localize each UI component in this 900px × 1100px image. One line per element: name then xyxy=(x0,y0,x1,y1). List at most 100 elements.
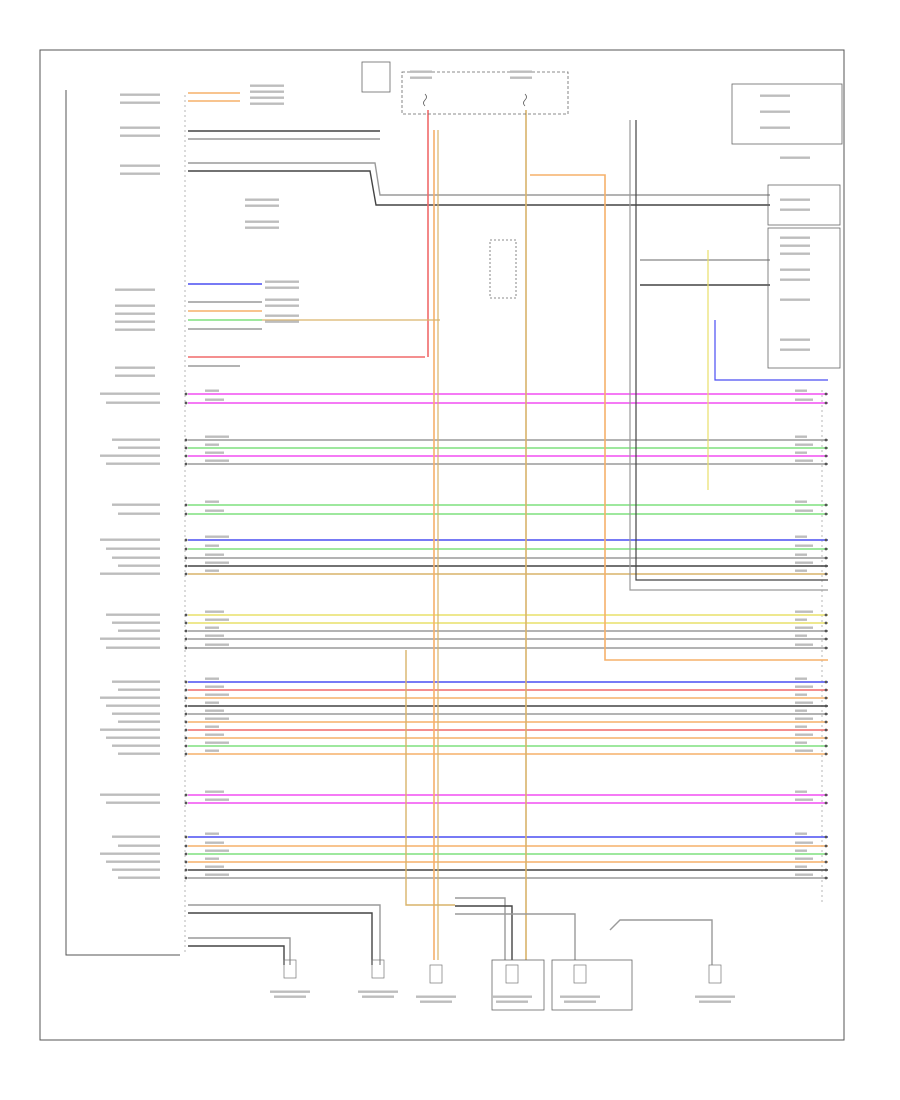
component-name-mark xyxy=(250,102,284,105)
radio-pin xyxy=(184,637,188,641)
wire-color-code-right xyxy=(795,618,807,621)
radio-pin xyxy=(184,503,188,507)
component-name-mark xyxy=(265,298,299,301)
wire-color-code-right xyxy=(795,389,807,392)
wire-color-code-left xyxy=(205,873,229,876)
wire-color-code-right xyxy=(795,443,813,446)
signal-wire xyxy=(455,897,506,960)
wire-color-code-right xyxy=(795,610,813,613)
amplifier-pin xyxy=(824,401,828,405)
wire-color-code-left xyxy=(205,849,229,852)
wire-color-code-left xyxy=(205,701,219,704)
components xyxy=(283,61,843,1011)
wire-color-code-left xyxy=(205,553,224,556)
radio-pin-description xyxy=(112,680,160,683)
amplifier-pin xyxy=(824,512,828,516)
component-connector xyxy=(505,964,519,984)
wire-color-code-left xyxy=(205,677,219,680)
radio-pin xyxy=(184,556,188,560)
fuse-symbol xyxy=(523,93,527,107)
radio-pin-description xyxy=(106,801,160,804)
component-name-mark xyxy=(270,990,310,993)
amplifier-pin xyxy=(824,454,828,458)
radio-pin xyxy=(184,547,188,551)
wire-color-code-left xyxy=(205,865,224,868)
radio-pin-description xyxy=(115,374,155,377)
wire-color-code-right xyxy=(795,544,813,547)
radio-pin-description xyxy=(100,538,160,541)
amplifier-pin xyxy=(824,801,828,805)
wire-color-code-right xyxy=(795,717,813,720)
wire-color-code-left xyxy=(205,643,229,646)
amplifier-pin xyxy=(824,572,828,576)
antenna-pin-description xyxy=(760,126,790,129)
radio-pin-description xyxy=(100,852,160,855)
radio-pin-description xyxy=(115,320,155,323)
radio-pin-description xyxy=(112,868,160,871)
signal-wire xyxy=(188,162,770,196)
radio-pin-description xyxy=(118,844,160,847)
component-name-mark xyxy=(265,280,299,283)
wire-color-code-left xyxy=(205,451,224,454)
radio-pin-description xyxy=(100,793,160,796)
radio-pin xyxy=(184,868,188,872)
amplifier-pin xyxy=(824,868,828,872)
radio-pin-description xyxy=(120,134,160,137)
radio-pin-description xyxy=(120,172,160,175)
amplifier-pin xyxy=(824,835,828,839)
amplifier-pin xyxy=(824,613,828,617)
radio-pin xyxy=(184,752,188,756)
wire-color-code-right xyxy=(795,832,807,835)
wire-color-code-right xyxy=(795,741,807,744)
wire-color-code-left xyxy=(205,634,224,637)
amplifier-pin xyxy=(824,503,828,507)
radio-pin-description xyxy=(100,696,160,699)
wire-color-code-right xyxy=(795,725,807,728)
radio-pin xyxy=(184,801,188,805)
antenna-connector-lower xyxy=(767,227,841,369)
amplifier-pin xyxy=(824,712,828,716)
radio-pin xyxy=(184,852,188,856)
signal-wire xyxy=(455,905,513,960)
component-connector xyxy=(283,959,297,979)
fuse-box xyxy=(401,71,569,115)
component-name-mark xyxy=(250,84,284,87)
component-connector xyxy=(708,964,722,984)
wire-color-code-right xyxy=(795,569,807,572)
component-name-mark xyxy=(265,314,299,317)
shield-wire xyxy=(188,170,770,206)
antenna-amplifier-connector xyxy=(361,61,391,93)
radio-pin xyxy=(184,696,188,700)
amplifier-pin xyxy=(824,728,828,732)
fuse-symbol xyxy=(423,93,427,107)
radio-pin-description xyxy=(120,164,160,167)
component-name-mark xyxy=(245,198,279,201)
amplifier-pin xyxy=(824,744,828,748)
fuse-label-mark xyxy=(410,70,432,73)
radio-pin xyxy=(184,621,188,625)
component-connector xyxy=(573,964,587,984)
signal-wire xyxy=(714,320,828,381)
wire-harness xyxy=(188,92,828,965)
component-connector xyxy=(429,964,443,984)
wire-color-code-left xyxy=(205,725,219,728)
component-name-mark xyxy=(250,96,284,99)
wire-color-code-right xyxy=(795,435,807,438)
radio-pin-description xyxy=(106,646,160,649)
amplifier-pin xyxy=(824,680,828,684)
wire-color-code-left xyxy=(205,685,224,688)
wire-color-code-left xyxy=(205,798,229,801)
fused-power-wire xyxy=(530,174,828,661)
wire-color-code-left xyxy=(205,459,229,462)
radio-pin xyxy=(184,392,188,396)
radio-pin-description xyxy=(100,572,160,575)
wire-color-code-left xyxy=(205,717,229,720)
amplifier-pin xyxy=(824,446,828,450)
radio-pin-description xyxy=(112,503,160,506)
radio-pin xyxy=(184,680,188,684)
radio-pin-description xyxy=(118,564,160,567)
radio-pin xyxy=(184,835,188,839)
wire-color-code-right xyxy=(795,749,813,752)
wire-color-code-left xyxy=(205,509,224,512)
